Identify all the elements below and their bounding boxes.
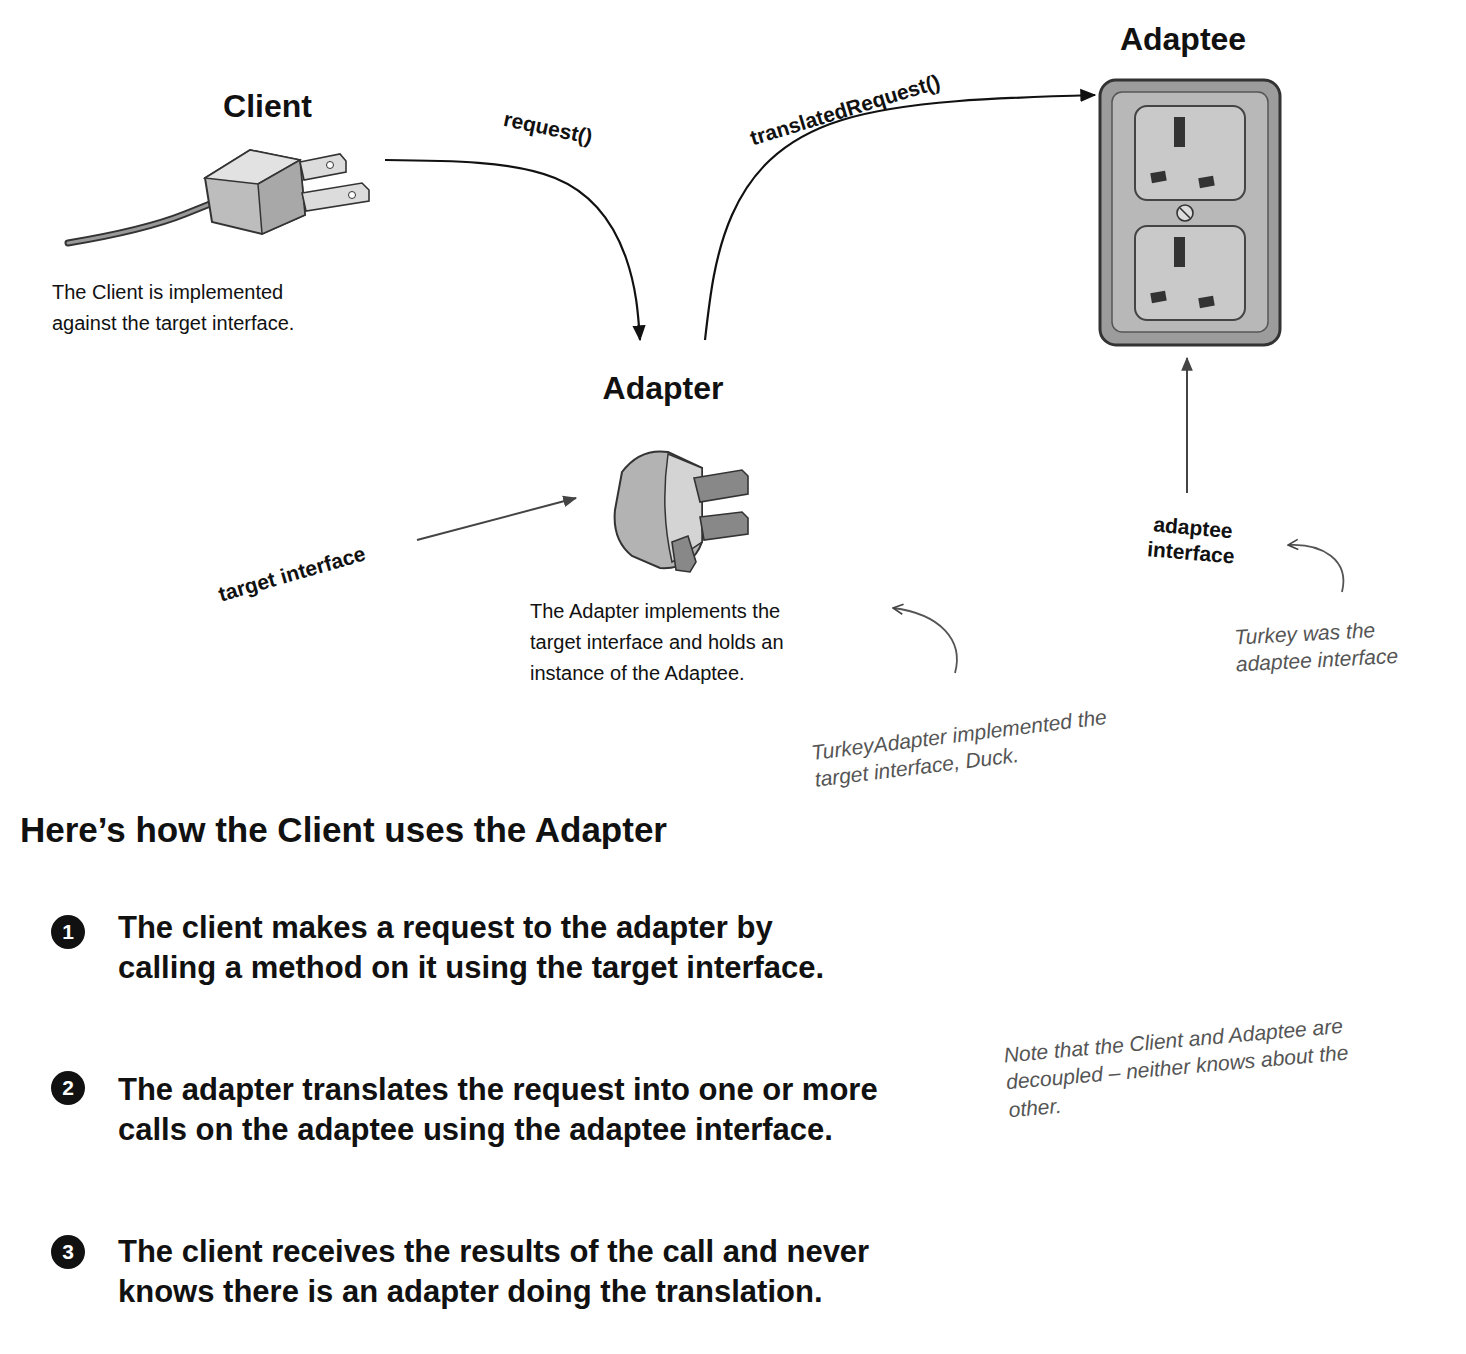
node-heading: Adapter — [593, 370, 733, 407]
method-label: request() — [502, 107, 595, 149]
component-node: Adaptee — [1095, 15, 1285, 350]
note-arrow — [893, 608, 957, 673]
step-text: The client receives the results of the c… — [118, 1232, 878, 1312]
step-text: The client makes a request to the adapte… — [118, 908, 878, 988]
node-heading: Adaptee — [1095, 21, 1271, 58]
callout-number: 1 — [51, 915, 85, 949]
interface-label: adaptee interface — [1120, 509, 1264, 571]
call-arrow — [385, 160, 640, 340]
interface-label: target interface — [216, 542, 368, 607]
node-description: The Adapter implements the target interf… — [530, 596, 835, 689]
handwritten-note: Turkey was the adaptee interface — [1234, 612, 1457, 678]
leader-arrow — [1186, 358, 1188, 493]
section-heading: Here’s how the Client uses the Adapter — [20, 810, 667, 850]
node-heading: Client — [195, 88, 340, 125]
handwritten-note: Note that the Client and Adaptee are dec… — [1003, 1009, 1384, 1123]
handwritten-note: TurkeyAdapter implemented the target int… — [810, 703, 1114, 794]
adapter-plug-drawing — [615, 451, 748, 572]
node-description: The Client is implemented against the ta… — [52, 277, 352, 339]
method-label: translatedRequest() — [747, 70, 943, 151]
note-arrow — [1288, 545, 1343, 592]
plug-drawing — [68, 150, 369, 243]
step-text: The adapter translates the request into … — [118, 1070, 878, 1150]
callout-number: 2 — [51, 1071, 85, 1105]
socket-drawing — [1100, 80, 1280, 345]
callout-number: 3 — [51, 1235, 85, 1269]
component-node: ClientThe Client is implemented against … — [45, 85, 385, 345]
component-node: AdapterThe Adapter implements the target… — [520, 340, 855, 700]
leader-arrow — [417, 498, 576, 540]
